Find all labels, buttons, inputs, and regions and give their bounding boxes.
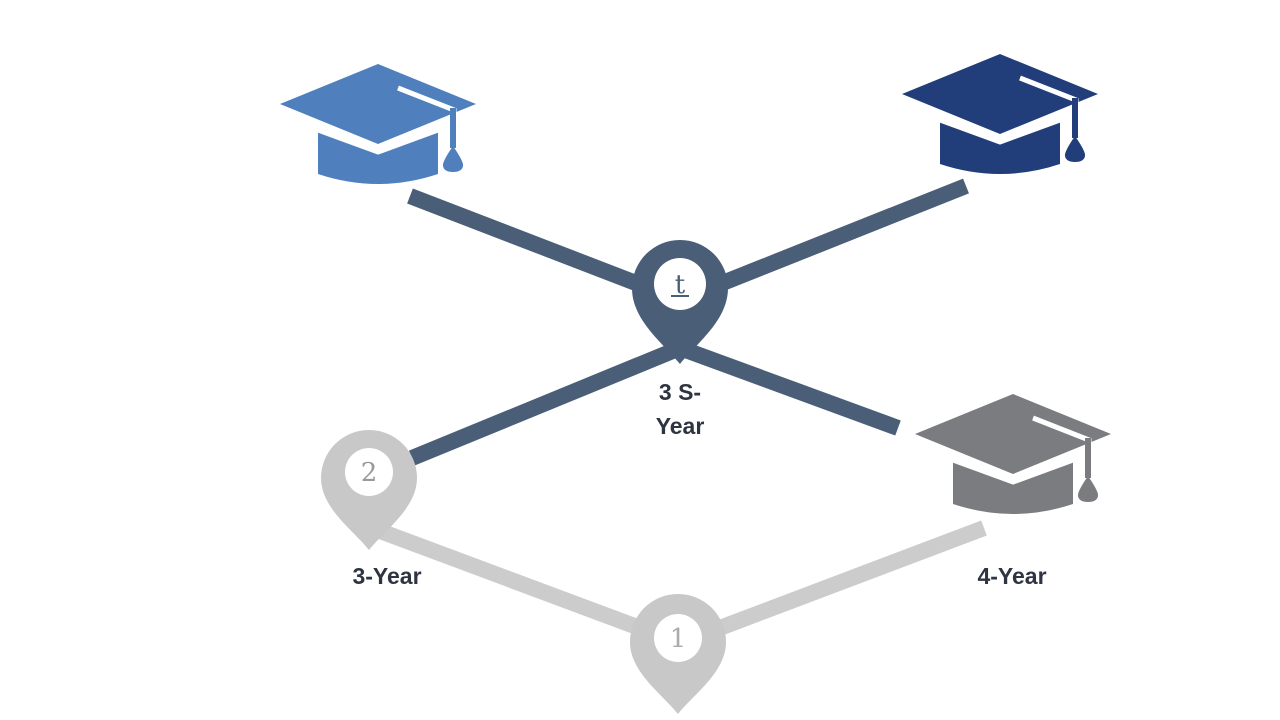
graduation-cap-icon: [902, 54, 1098, 174]
connector-center-to-left: [408, 340, 684, 466]
center-label-line-2: Year: [656, 413, 705, 439]
pin-number-left: 2: [361, 458, 378, 488]
map-pin-icon: 2: [321, 430, 417, 550]
dark-connectors: [407, 178, 969, 466]
left-label: 3-Year: [352, 563, 421, 589]
graduation-cap-icon: [280, 64, 476, 184]
connector-topright-to-center: [677, 178, 969, 308]
graduation-cap-icon: [915, 394, 1111, 514]
pin-number-bottom: 1: [670, 624, 687, 654]
map-pin-icon: t: [632, 240, 728, 364]
center-label: 3 S- Year: [656, 379, 705, 439]
connector-center-to-right: [677, 340, 901, 436]
light-connectors: [369, 520, 987, 648]
map-pin-icon: 1: [630, 594, 726, 714]
pin-number-top: t: [675, 270, 686, 300]
connector-bottom-to-right: [685, 520, 987, 648]
connector-left-to-bottom: [369, 520, 675, 648]
center-label-line-1: 3 S-: [659, 379, 701, 405]
right-label: 4-Year: [977, 563, 1046, 589]
